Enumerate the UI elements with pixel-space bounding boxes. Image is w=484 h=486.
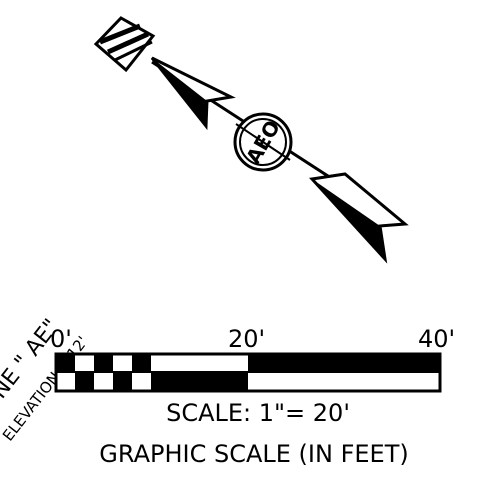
scale-block-10-20 [151, 372, 248, 391]
scale-caption: GRAPHIC SCALE (IN FEET) [99, 440, 408, 468]
monogram-seal: AEO [233, 112, 293, 172]
north-arrow: AEO [93, 16, 409, 264]
south-feather-tail [308, 172, 409, 264]
scale-bar: 0' 20' 40' SCALE: 1"= 20' GRAPHIC SCALE … [50, 325, 455, 468]
scale-tick-label-0: 0' [50, 325, 72, 353]
north-flag-icon [93, 16, 156, 73]
scale-ratio-text: SCALE: 1"= 20' [166, 399, 350, 427]
scale-block-20-40 [248, 354, 440, 372]
north-arrowhead [150, 56, 236, 131]
scale-tick-label-20: 20' [228, 325, 265, 353]
scale-tick-label-40: 40' [418, 325, 455, 353]
